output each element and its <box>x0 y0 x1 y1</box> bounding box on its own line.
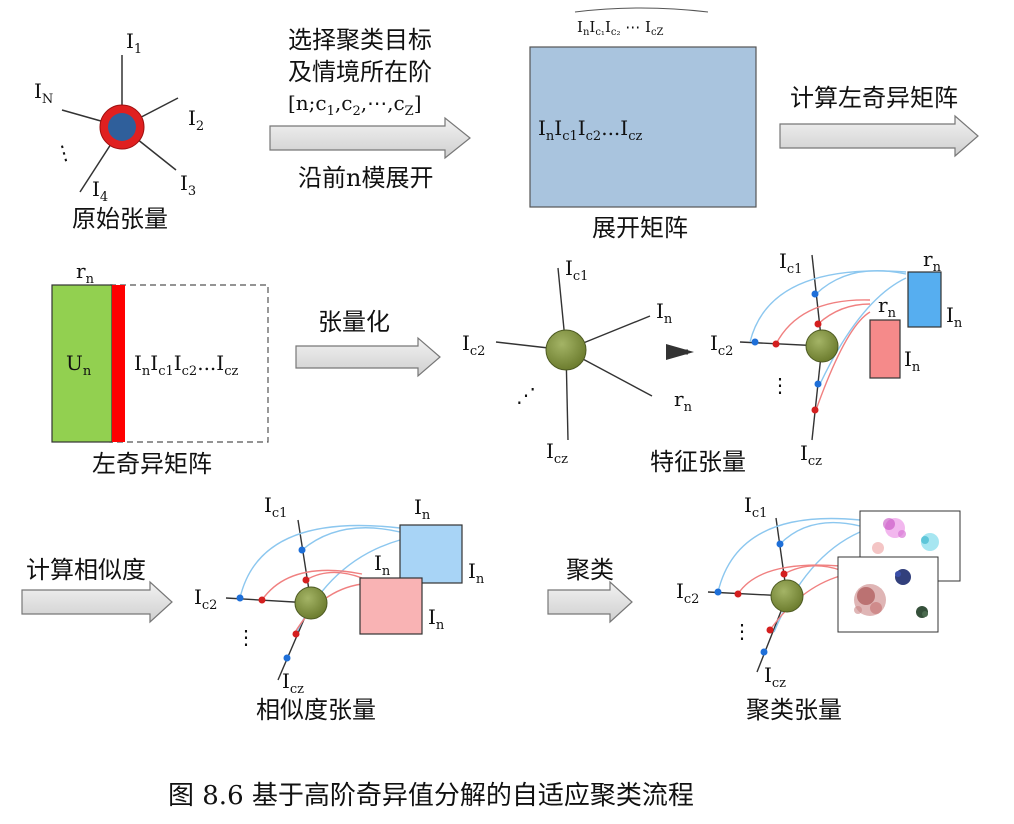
un-label: Un <box>66 351 92 379</box>
arrow1-line3: [n;c1,c2,⋯,cZ] <box>288 91 422 119</box>
arrow-tensorize: 张量化 <box>295 308 441 378</box>
feat-in-blue-label: In <box>946 303 963 331</box>
arrow1-below: 沿前n模展开 <box>298 164 433 192</box>
mode-i2-label: I2 <box>188 106 204 134</box>
feat-ic2-label: Ic2 <box>710 331 733 359</box>
sim-ic1-label: Ic1 <box>264 493 287 521</box>
sim-in-top-label: In <box>414 495 431 523</box>
original-tensor: I1 I2 I3 I4 IN ⋮ 原始张量 <box>34 29 204 233</box>
arrow5-label: 聚类 <box>566 556 614 584</box>
scatter-panel-bottom <box>854 569 928 618</box>
core-ic2-label: Ic2 <box>462 331 485 359</box>
feat-ic1-label: Ic1 <box>779 249 802 277</box>
sim-in-red-right-label: In <box>428 605 445 633</box>
rn-label: rn <box>76 259 95 287</box>
mode-in-label: IN <box>34 79 53 107</box>
core-ellipsis: ⋰ <box>516 383 536 407</box>
clu-ic1-label: Ic1 <box>744 493 767 521</box>
arrow-similarity: 计算相似度 <box>21 556 173 624</box>
residual-label: InIc1Ic2...Icz <box>134 351 238 379</box>
feat-rn-red-label: rn <box>878 293 897 321</box>
arrow-unfold: 选择聚类目标 及情境所在阶 [n;c1,c2,⋯,cZ] 沿前n模展开 <box>269 26 471 192</box>
clu-icz-label: Icz <box>764 663 786 691</box>
cluster-tensor-label: 聚类张量 <box>746 696 842 724</box>
core-in-label: In <box>656 299 673 327</box>
feature-tensor-label: 特征张量 <box>650 448 746 476</box>
arrow-cluster: 聚类 <box>547 556 633 624</box>
feat-ellipsis: ⋮ <box>770 373 790 397</box>
arrow1-line1: 选择聚类目标 <box>288 26 432 54</box>
original-tensor-label: 原始张量 <box>72 205 168 233</box>
mode-i1-label: I1 <box>126 29 142 57</box>
matrix-inner-label: InIc1Ic2...Icz <box>538 116 642 144</box>
sim-in-right-label: In <box>468 559 485 587</box>
clu-ic2-label: Ic2 <box>676 579 699 607</box>
cluster-tensor: Ic1 Ic2 Icz ⋮ 聚类张量 <box>676 493 961 724</box>
figure-caption: 图 8.6 基于高阶奇异值分解的自适应聚类流程 <box>168 781 694 811</box>
clu-ellipsis: ⋮ <box>732 619 752 643</box>
sim-ic2-label: Ic2 <box>194 585 217 613</box>
core-ic1-label: Ic1 <box>565 256 588 284</box>
core-tensor: Ic1 In Ic2 rn Icz ⋰ <box>462 256 693 467</box>
sim-in-red-top-label: In <box>374 551 391 579</box>
feat-icz-label: Icz <box>800 441 822 469</box>
feat-rn-blue-label: rn <box>923 247 942 275</box>
left-singular-matrix: rn Un InIc1Ic2...Icz 左奇异矩阵 <box>51 259 269 478</box>
feature-tensor: Ic1 Ic2 Icz ⋮ rn In rn In 特征张量 <box>650 247 963 476</box>
arrow4-label: 计算相似度 <box>26 556 146 584</box>
unfolded-matrix: InIc₁Ic₂ ⋯ IcZ InIc1Ic2...Icz 展开矩阵 <box>529 7 757 242</box>
arrow3-label: 张量化 <box>318 308 390 336</box>
mode-i3-label: I3 <box>180 171 196 199</box>
mode-i4-label: I4 <box>92 177 108 205</box>
sim-ellipsis: ⋮ <box>236 625 256 649</box>
unfolded-matrix-label: 展开矩阵 <box>592 214 688 242</box>
core-rn-label: rn <box>674 387 693 415</box>
matrix-top-label: InIc₁Ic₂ ⋯ IcZ <box>577 18 664 38</box>
similarity-tensor: Ic1 Ic2 Icz ⋮ In In In In 相似度张量 <box>194 493 485 724</box>
similarity-tensor-label: 相似度张量 <box>256 696 376 724</box>
core-icz-label: Icz <box>546 439 568 467</box>
arrow-svd: 计算左奇异矩阵 <box>779 84 979 158</box>
left-singular-label: 左奇异矩阵 <box>92 450 212 478</box>
arrow1-line2: 及情境所在阶 <box>288 58 432 86</box>
scatter-panel-top <box>872 518 939 554</box>
ellipsis: ⋮ <box>51 138 77 166</box>
arrow2-label: 计算左奇异矩阵 <box>790 84 958 112</box>
feat-in-red-label: In <box>904 347 921 375</box>
sim-icz-label: Icz <box>282 669 304 697</box>
